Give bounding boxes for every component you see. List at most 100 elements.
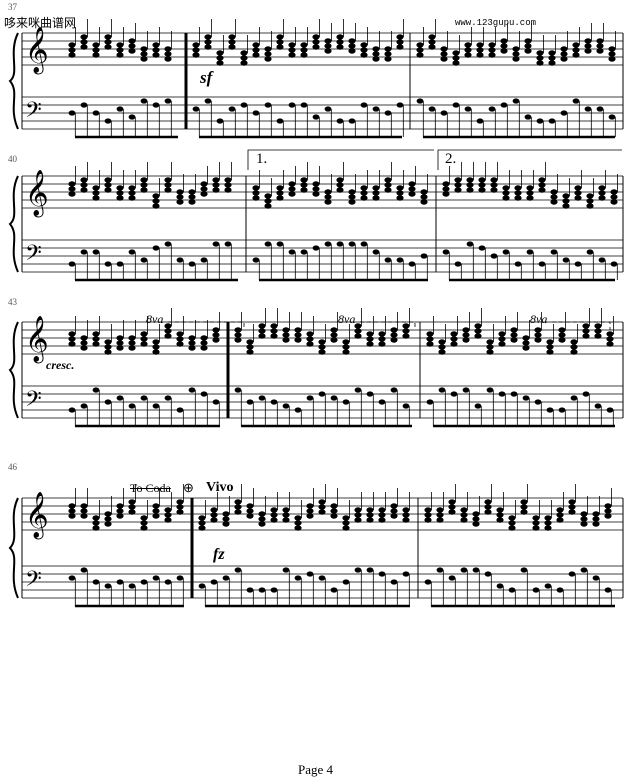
note-head	[306, 331, 314, 337]
note-head	[152, 198, 160, 204]
note-head	[176, 509, 184, 515]
note-head	[258, 395, 266, 401]
note-head	[212, 241, 220, 247]
note-head	[348, 38, 356, 44]
note-head	[200, 257, 208, 263]
note-head	[548, 118, 556, 124]
note-head	[544, 515, 552, 521]
note-head	[360, 241, 368, 247]
note-head	[258, 511, 266, 517]
note-head	[384, 187, 392, 193]
note-head	[440, 56, 448, 62]
note-head	[520, 504, 528, 510]
note-head	[330, 587, 338, 593]
note-head	[348, 43, 356, 49]
note-head	[216, 60, 224, 66]
note-head	[318, 575, 326, 581]
note-head	[500, 48, 508, 54]
note-head	[532, 525, 540, 531]
note-head	[510, 391, 518, 397]
note-head	[152, 508, 160, 514]
note-head	[246, 399, 254, 405]
note-head	[342, 579, 350, 585]
note-head	[188, 387, 196, 393]
note-head	[212, 182, 220, 188]
note-head	[550, 189, 558, 195]
note-head	[128, 249, 136, 255]
note-head	[282, 517, 290, 523]
note-head	[582, 328, 590, 334]
note-head	[128, 335, 136, 341]
site-url: www.123gupu.com	[455, 18, 537, 28]
note-head	[152, 503, 160, 509]
note-head	[378, 336, 386, 342]
note-head	[476, 42, 484, 48]
note-head	[584, 106, 592, 112]
note-head	[544, 583, 552, 589]
note-head	[252, 195, 260, 201]
note-head	[306, 336, 314, 342]
note-head	[488, 42, 496, 48]
note-head	[606, 336, 614, 342]
brace	[8, 321, 19, 419]
note-head	[246, 503, 254, 509]
note-head	[246, 349, 254, 355]
note-head	[460, 507, 468, 513]
note-head	[508, 520, 516, 526]
note-head	[176, 336, 184, 342]
note-head	[116, 340, 124, 346]
note-head	[486, 387, 494, 393]
note-head	[282, 337, 290, 343]
note-head	[592, 511, 600, 517]
note-head	[608, 46, 616, 52]
note-head	[176, 331, 184, 337]
note-head	[428, 106, 436, 112]
note-head	[472, 511, 480, 517]
note-head	[416, 42, 424, 48]
note-head	[596, 48, 604, 54]
note-head	[116, 508, 124, 514]
note-head	[450, 331, 458, 337]
note-head	[488, 47, 496, 53]
note-head	[462, 327, 470, 333]
note-head	[104, 344, 112, 350]
note-head	[68, 513, 76, 519]
note-head	[560, 110, 568, 116]
note-head	[450, 336, 458, 342]
note-head	[128, 340, 136, 346]
note-head	[324, 43, 332, 49]
note-head	[450, 391, 458, 397]
note-head	[536, 60, 544, 66]
note-head	[68, 42, 76, 48]
note-head	[252, 42, 260, 48]
note-head	[240, 102, 248, 108]
note-head	[68, 341, 76, 347]
note-head	[484, 504, 492, 510]
note-head	[336, 34, 344, 40]
note-head	[372, 106, 380, 112]
note-head	[330, 332, 338, 338]
note-head	[550, 199, 558, 205]
note-head	[152, 47, 160, 53]
note-head	[586, 203, 594, 209]
note-head	[104, 118, 112, 124]
note-head	[534, 337, 542, 343]
note-head	[448, 499, 456, 505]
note-head	[116, 106, 124, 112]
note-head	[466, 177, 474, 183]
note-head	[252, 190, 260, 196]
note-head	[192, 52, 200, 58]
note-head	[288, 186, 296, 192]
note-head	[258, 333, 266, 339]
note-head	[384, 56, 392, 62]
note-head	[486, 349, 494, 355]
note-head	[342, 515, 350, 521]
note-head	[240, 55, 248, 61]
note-head	[204, 34, 212, 40]
note-head	[128, 114, 136, 120]
note-head	[128, 345, 136, 351]
note-head	[152, 203, 160, 209]
note-head	[442, 249, 450, 255]
note-head	[462, 332, 470, 338]
